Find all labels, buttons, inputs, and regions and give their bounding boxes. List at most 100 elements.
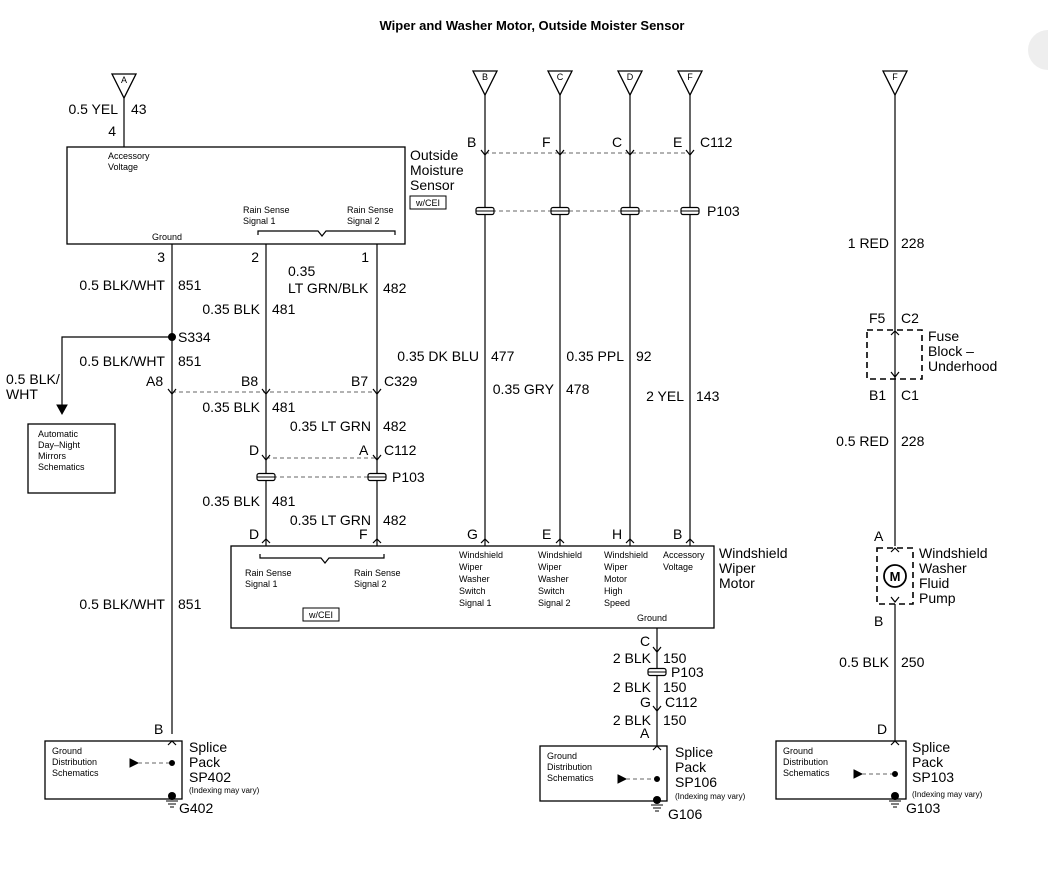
circuit-250: 250 <box>901 654 925 670</box>
sp402-l2: Pack <box>189 754 221 770</box>
pin-b1: B1 <box>869 387 886 403</box>
pin-motor-e: E <box>542 526 551 542</box>
pin-pump-b: B <box>874 613 883 629</box>
mirrors-l2: Day–Night <box>38 440 81 450</box>
sp106-l2: Pack <box>675 759 707 775</box>
wire-label-g1: 2 BLK <box>613 650 652 666</box>
motor-cei-badge <box>302 607 340 622</box>
motor-hs-2: Motor <box>604 574 627 584</box>
wire-label-dkblu: 0.35 DK BLU <box>397 348 479 364</box>
sp103-note: (Indexing may vary) <box>912 790 983 799</box>
bus-tag-a: A <box>111 73 137 99</box>
motor-ws2-0: Windshield <box>538 550 582 560</box>
circuit-478: 478 <box>566 381 590 397</box>
pump-l3: Fluid <box>919 575 949 591</box>
pin-motor-b: B <box>673 526 682 542</box>
mirrors-l4: Schematics <box>38 462 85 472</box>
sp402-note: (Indexing may vary) <box>189 786 260 795</box>
circuit-851-b: 851 <box>178 353 202 369</box>
connector-c329: C329 <box>384 373 418 389</box>
pin-sensor-2: 2 <box>251 249 259 265</box>
sp103-node <box>892 771 898 777</box>
wire-label-blk250: 0.5 BLK <box>839 654 889 670</box>
sensor-cei-badge <box>409 195 447 210</box>
fuse-l2: Block – <box>928 343 974 359</box>
wire-branch-mirrors <box>61 336 172 410</box>
motor-hs-1: Wiper <box>604 562 628 572</box>
pin-b7: B7 <box>351 373 368 389</box>
wire-label-lgb-1: 0.35 <box>288 263 315 279</box>
sp402-name: SP402 <box>189 769 231 785</box>
connector-p103-left-label: P103 <box>392 469 425 485</box>
circuit-150-b: 150 <box>663 679 687 695</box>
wire-label-lg3: 0.35 LT GRN <box>290 512 371 528</box>
sp402-arrow <box>129 758 140 768</box>
motor-rs2-l1: Rain Sense <box>354 568 401 578</box>
sp103-gd-l2: Distribution <box>783 757 828 767</box>
pump-motor-symbol <box>883 564 907 588</box>
motor-ws2-4: Signal 2 <box>538 598 571 608</box>
circuit-143: 143 <box>696 388 720 404</box>
connector-c112-left-label: C112 <box>384 442 417 458</box>
pin-a: A <box>359 442 369 458</box>
pin-f2: F <box>359 526 368 542</box>
wire-label-yel2: 2 YEL <box>646 388 684 404</box>
wire-label-g3: 2 BLK <box>613 712 652 728</box>
sp402-box <box>44 740 183 800</box>
motor-hs-3: High <box>604 586 623 596</box>
sp103-arrow <box>853 769 864 779</box>
circuit-481-c: 481 <box>272 493 296 509</box>
wire-label-lg2: 0.35 LT GRN <box>290 418 371 434</box>
sp103-l2: Pack <box>912 754 944 770</box>
pin-top-c: C <box>612 134 622 150</box>
wire-label-ppl: 0.35 PPL <box>566 348 624 364</box>
pin-ground-c: C <box>640 633 650 649</box>
wire-label-blk3: 0.35 BLK <box>202 493 260 509</box>
circuit-150-a: 150 <box>663 650 687 666</box>
motor-rs1-l2: Signal 1 <box>245 579 278 589</box>
svg-text:F: F <box>892 72 898 82</box>
circuit-228-a: 228 <box>901 235 925 251</box>
sp103-l1: Splice <box>912 739 950 755</box>
motor-ws2-3: Switch <box>538 586 565 596</box>
svg-text:F: F <box>687 72 693 82</box>
circuit-482-c: 482 <box>383 512 407 528</box>
sensor-rs1-label-2: Signal 1 <box>243 216 276 226</box>
pump-l2: Washer <box>919 560 967 576</box>
motor-acc-l1: Accessory <box>663 550 705 560</box>
outside-moisture-sensor-box <box>66 146 406 245</box>
sensor-ground-label: Ground <box>152 232 182 242</box>
wire-label-bw3: 0.5 BLK/WHT <box>79 596 165 612</box>
bus-tag-d: D <box>617 70 643 96</box>
mirrors-l3: Mirrors <box>38 451 66 461</box>
sp402-gd-l2: Distribution <box>52 757 97 767</box>
motor-ws2-2: Washer <box>538 574 569 584</box>
mirrors-box <box>27 423 116 494</box>
motor-ws1-1: Wiper <box>459 562 483 572</box>
pin-ground-a: A <box>640 725 650 741</box>
splice-pack-sp106: Ground Distribution Schematics Splice Pa… <box>539 744 746 822</box>
sp103-gd-l3: Schematics <box>783 768 830 778</box>
motor-acc-l2: Voltage <box>663 562 693 572</box>
splice-pack-sp103: Ground Distribution Schematics Splice Pa… <box>775 739 983 816</box>
pump-motor-letter: M <box>890 569 901 584</box>
fuse-l1: Fuse <box>928 328 959 344</box>
fuse-l3: Underhood <box>928 358 997 374</box>
pin-top-f: F <box>542 134 551 150</box>
sp106-l1: Splice <box>675 744 713 760</box>
circuit-481-b: 481 <box>272 399 296 415</box>
connector-c2: C2 <box>901 310 919 326</box>
diagram-title: Wiper and Washer Motor, Outside Moister … <box>380 18 685 33</box>
pin-d: D <box>249 442 259 458</box>
sp106-arrow <box>617 774 628 784</box>
sp402-node <box>169 760 175 766</box>
circuit-851-a: 851 <box>178 277 202 293</box>
motor-rs1-l1: Rain Sense <box>245 568 292 578</box>
motor-hs-0: Windshield <box>604 550 648 560</box>
wire-label-yel: 0.5 YEL <box>68 101 118 117</box>
sp106-node <box>654 776 660 782</box>
sp106-note: (Indexing may vary) <box>675 792 746 801</box>
motor-hs-4: Speed <box>604 598 630 608</box>
sp402-gd-l1: Ground <box>52 746 82 756</box>
